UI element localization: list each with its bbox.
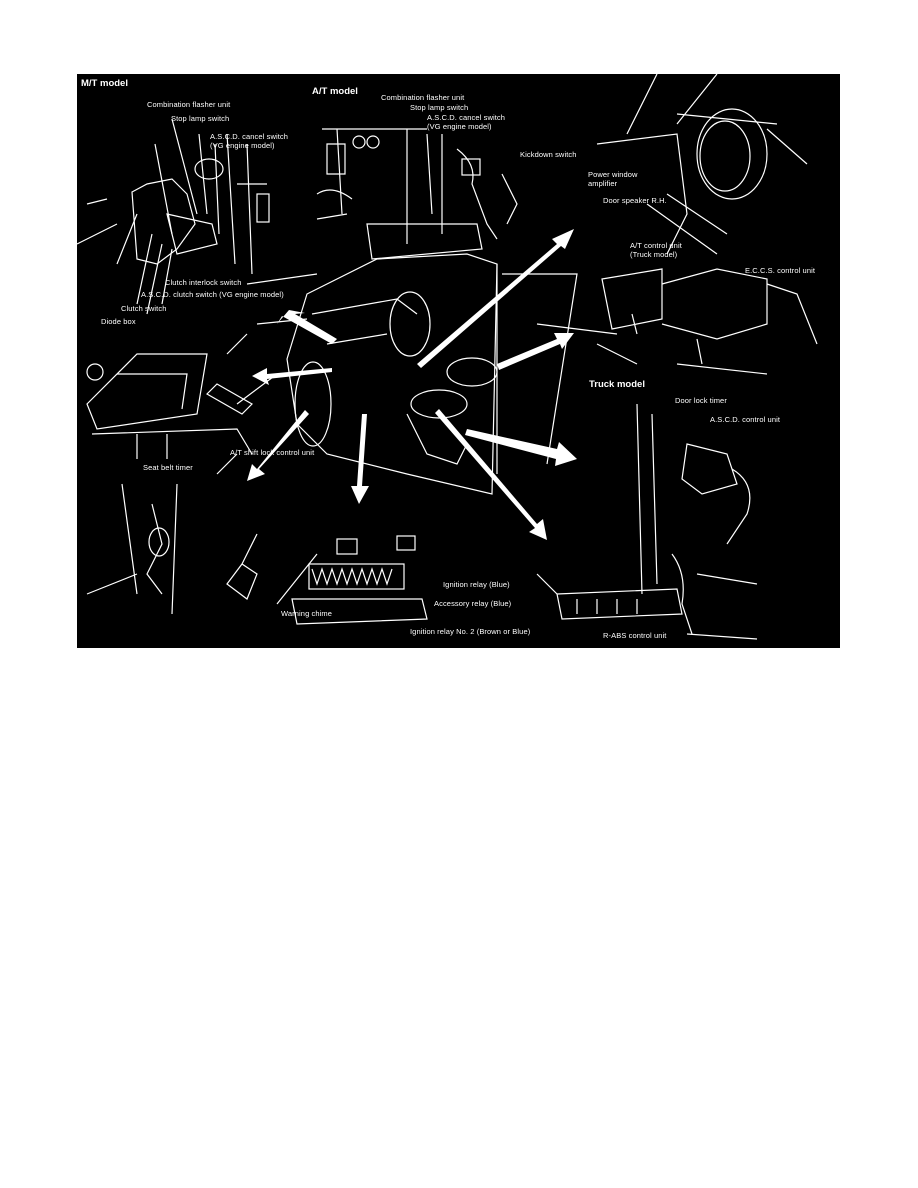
mt-diode-box-label: Diode box <box>101 317 136 326</box>
ignition-relay-label: Ignition relay (Blue) <box>443 580 510 589</box>
callout-arrows <box>247 229 577 540</box>
truck-model-sketch <box>536 403 758 640</box>
at-control-unit-label: A/T control unit <box>630 241 682 250</box>
line-art <box>77 74 818 640</box>
eccs-control-unit-label: E.C.C.S. control unit <box>745 266 816 275</box>
mt-clutch-switch-label: Clutch switch <box>121 304 167 313</box>
truck-model-title: Truck model <box>589 379 645 390</box>
mt-clutch-interlock-label: Clutch interlock switch <box>165 278 242 287</box>
at-combination-flasher-label: Combination flasher unit <box>381 93 465 102</box>
at-model-title: A/T model <box>312 86 358 97</box>
shift-lock-label: A/T shift lock control unit <box>230 448 315 457</box>
door-speaker-label: Door speaker R.H. <box>603 196 667 205</box>
door-speaker-sketch <box>596 74 808 255</box>
door-lock-timer-label: Door lock timer <box>675 396 727 405</box>
at-model-sketch <box>316 128 518 260</box>
accessory-relay-label: Accessory relay (Blue) <box>434 599 512 608</box>
power-window-amp-label: Power window <box>588 170 638 179</box>
at-control-unit-note: (Truck model) <box>630 250 678 259</box>
control-units-sketch <box>596 268 818 375</box>
at-ascd-cancel-note: (VG engine model) <box>427 122 492 131</box>
seat-belt-timer-label: Seat belt timer <box>143 463 193 472</box>
mt-ascd-cancel-note: (VG engine model) <box>210 141 275 150</box>
shift-lock-sketch <box>86 333 278 459</box>
ignition-relay-2-label: Ignition relay No. 2 (Brown or Blue) <box>410 627 531 636</box>
warning-chime-label: Warning chime <box>281 609 333 618</box>
mt-stop-lamp-label: Stop lamp switch <box>171 114 230 123</box>
at-stop-lamp-label: Stop lamp switch <box>410 103 469 112</box>
car-interior-sketch <box>246 253 618 495</box>
component-location-diagram: M/T model Combination flasher unit Stop … <box>77 74 840 648</box>
mt-ascd-clutch-label: A.S.C.D. clutch switch (VG engine model) <box>141 290 284 299</box>
mt-combination-flasher-label: Combination flasher unit <box>147 100 231 109</box>
fuse-box-sketch <box>276 535 428 625</box>
at-ascd-cancel-label: A.S.C.D. cancel switch <box>427 113 506 122</box>
mt-ascd-cancel-label: A.S.C.D. cancel switch <box>210 132 289 141</box>
seat-belt-sketch <box>86 453 258 615</box>
power-window-amp-label-2: amplifier <box>588 179 618 188</box>
mt-model-sketch <box>77 118 270 315</box>
at-kickdown-label: Kickdown switch <box>520 150 577 159</box>
mt-model-title: M/T model <box>81 78 128 89</box>
rabs-control-unit-label: R-ABS control unit <box>603 631 667 640</box>
ascd-control-unit-label: A.S.C.D. control unit <box>710 415 781 424</box>
